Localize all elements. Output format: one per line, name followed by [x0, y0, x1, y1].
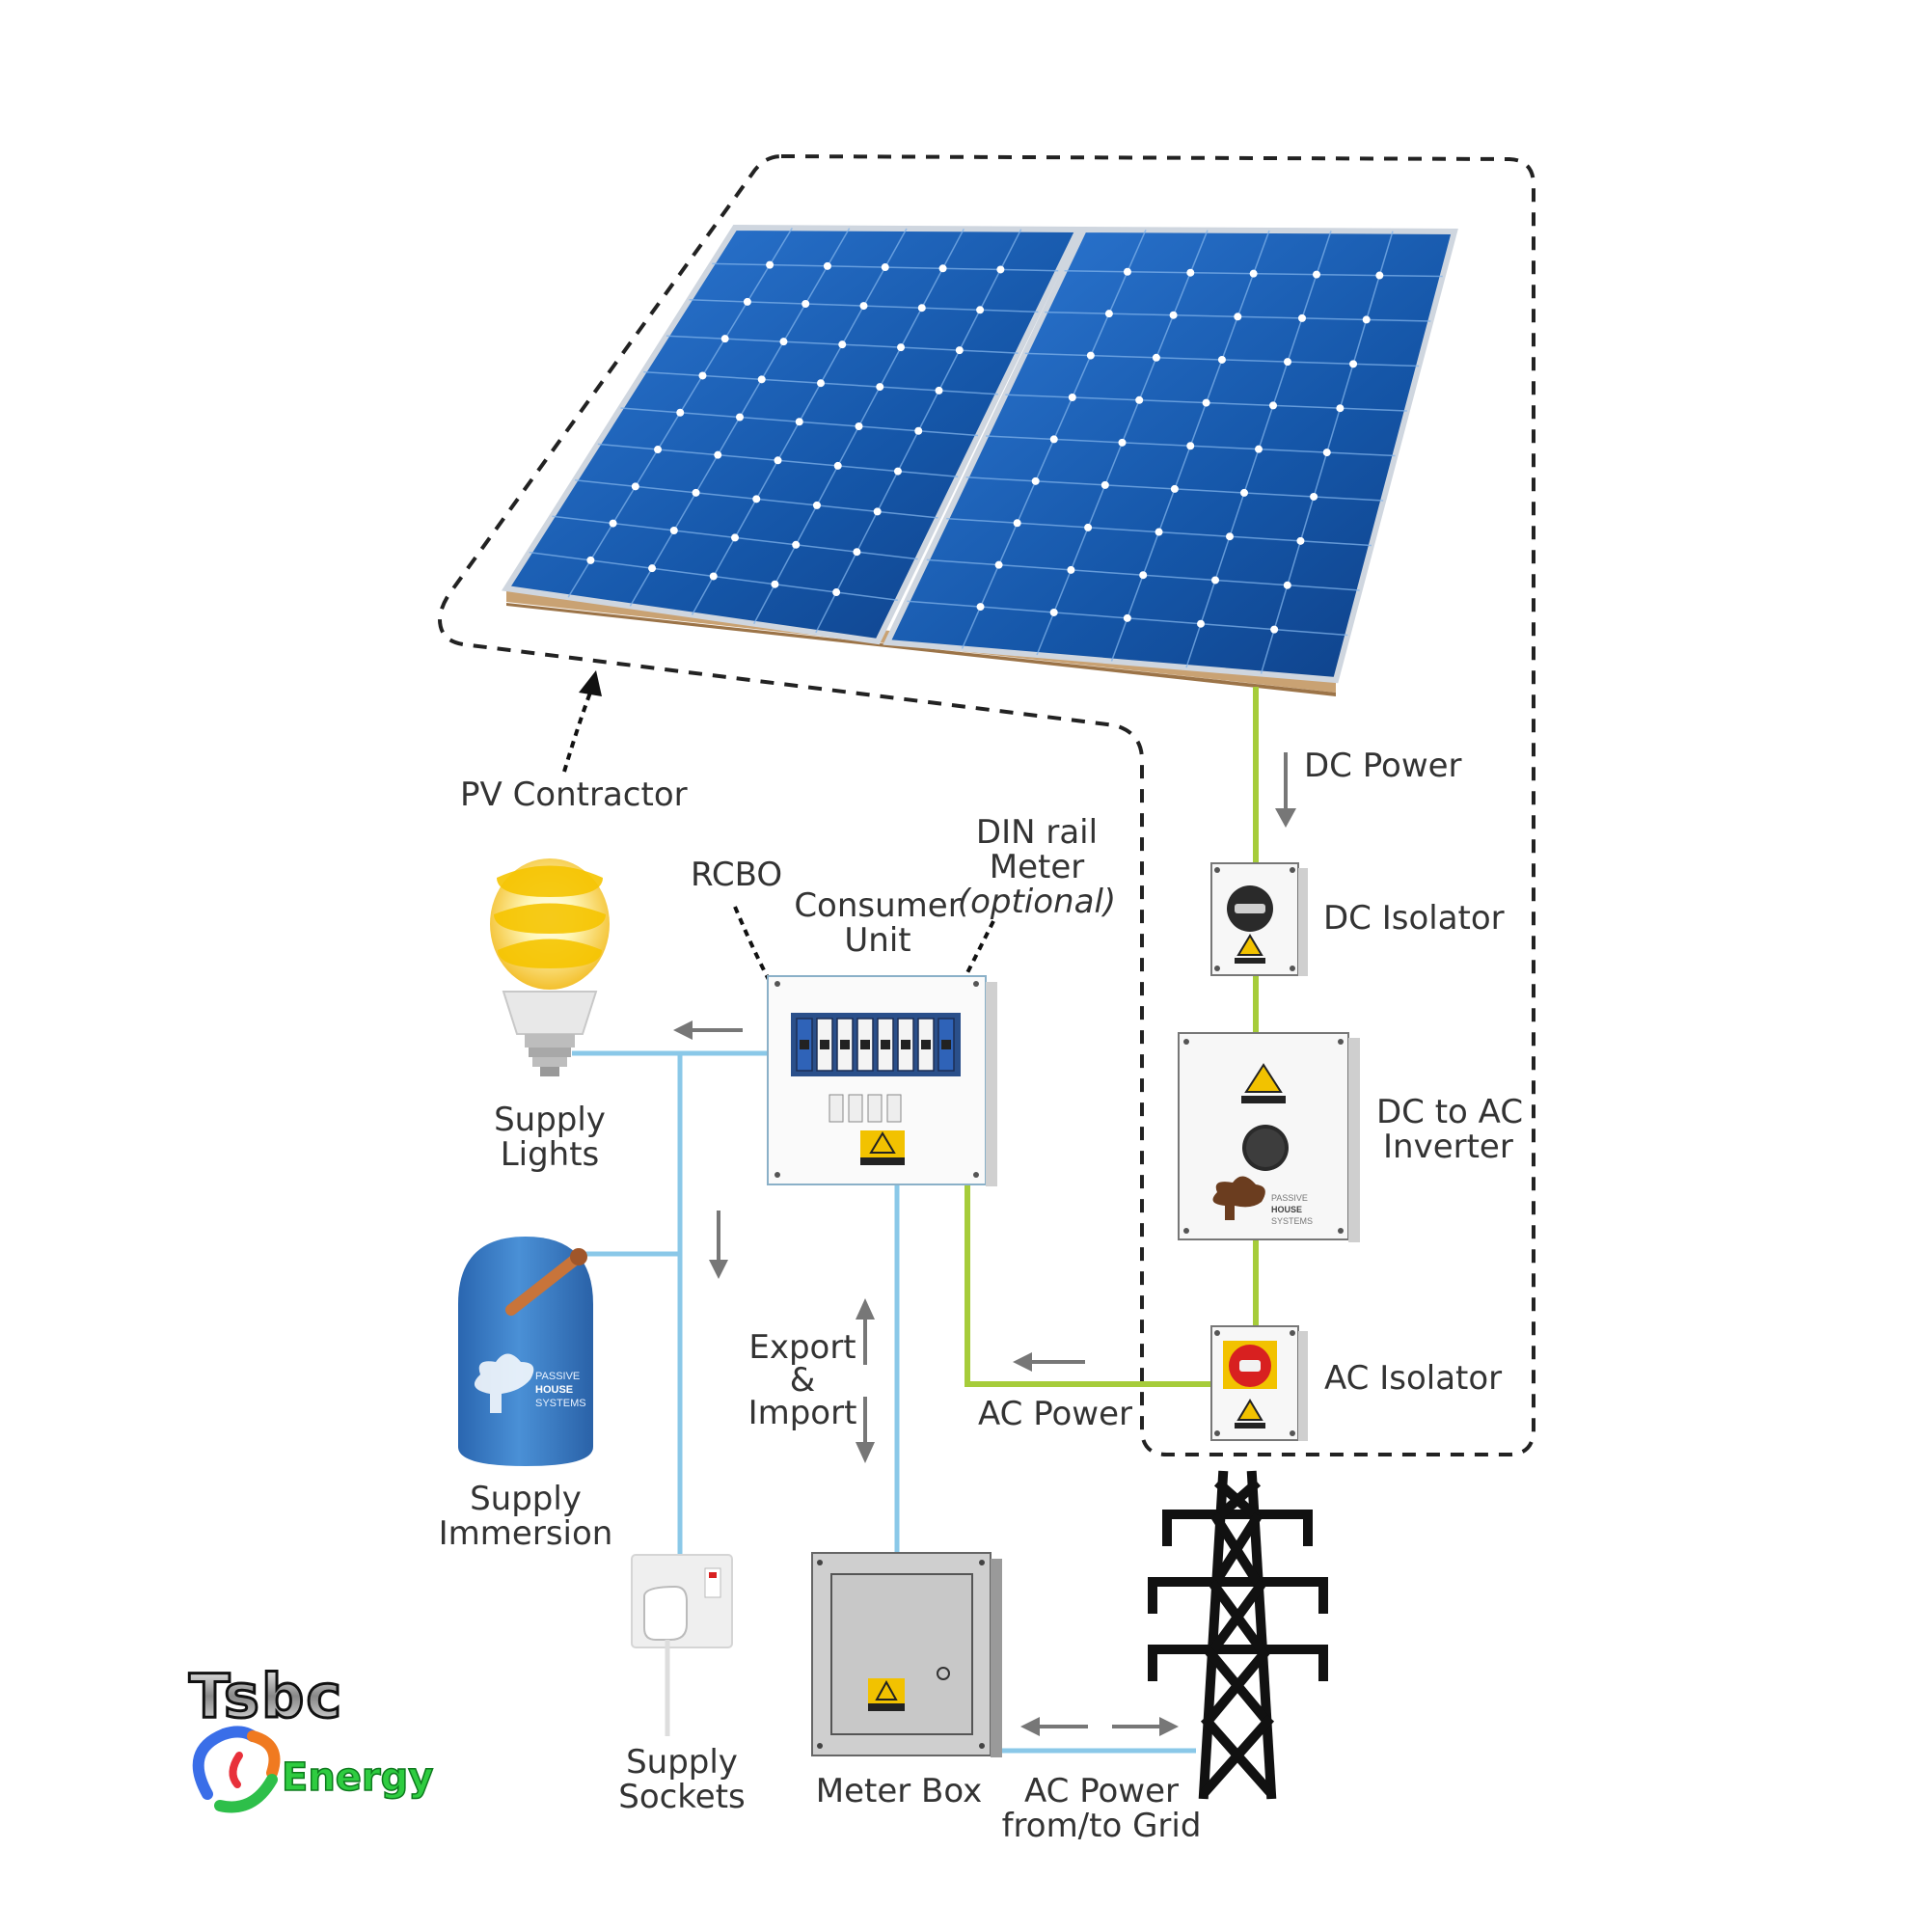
rcbo-label: RCBO: [691, 856, 782, 894]
ac-isolator-label: AC Isolator: [1324, 1359, 1502, 1398]
inverter-label-line2: Inverter: [1383, 1128, 1513, 1166]
logo-subtitle: Energy: [282, 1755, 433, 1800]
sockets-label-line2: Sockets: [618, 1778, 746, 1816]
ac-isolator-box: [1210, 1325, 1308, 1441]
export-label-line2: &: [790, 1361, 816, 1400]
tank-tree-logo-icon: [474, 1353, 534, 1413]
sockets-label-line1: Supply: [626, 1743, 738, 1782]
inverter-box: PASSIVE HOUSE SYSTEMS: [1178, 1032, 1360, 1242]
tree-logo-icon: [1212, 1176, 1265, 1220]
dc-power-label: DC Power: [1304, 747, 1462, 785]
immersion-label-line2: Immersion: [439, 1514, 613, 1553]
wall-socket-icon: [631, 1554, 733, 1736]
tank-brand-line2: HOUSE: [535, 1384, 573, 1396]
tank-brand-line1: PASSIVE: [535, 1371, 580, 1382]
pv-contractor-boundary: [437, 153, 1535, 1456]
ac-power-label: AC Power: [978, 1395, 1132, 1433]
dc-isolator-label: DC Isolator: [1323, 899, 1505, 938]
grid-label-line2: from/to Grid: [1002, 1807, 1202, 1845]
inverter-brand-line1: PASSIVE: [1271, 1193, 1308, 1203]
logo-wordmark: Tsbc: [189, 1661, 343, 1731]
grid-label-line1: AC Power: [1024, 1772, 1179, 1810]
power-pylon-icon: [1148, 1470, 1328, 1800]
inverter-brand-line3: SYSTEMS: [1271, 1216, 1313, 1226]
inverter-brand-line2: HOUSE: [1271, 1205, 1302, 1214]
lights-label-line2: Lights: [501, 1135, 600, 1174]
light-bulb-icon: [490, 858, 610, 1076]
consumer-unit-box: [767, 975, 997, 1186]
pv-contractor-pointer: [562, 670, 602, 773]
ac-power-arrow: [1013, 1352, 1085, 1372]
consumer-unit-label-line2: Unit: [844, 921, 910, 960]
energy-swirl-icon: [192, 1726, 281, 1813]
inverter-label-line1: DC to AC: [1376, 1093, 1523, 1131]
ac-wire: [964, 1184, 1213, 1387]
dc-power-arrow: [1275, 752, 1296, 828]
tsbc-energy-logo: Tsbc Energy: [188, 1660, 434, 1813]
din-meter-label-line1: DIN rail: [976, 813, 1098, 852]
down-flow-arrow: [709, 1211, 728, 1279]
grid-arrow-right: [1112, 1717, 1179, 1736]
import-arrow-down: [856, 1397, 875, 1463]
grid-arrow-left: [1020, 1717, 1088, 1736]
export-arrow-up: [856, 1298, 875, 1365]
export-label-line1: Export: [748, 1328, 856, 1367]
meter-box: [811, 1552, 1002, 1757]
din-meter-label-line2: Meter: [990, 848, 1085, 886]
meter-box-label: Meter Box: [816, 1772, 983, 1810]
consumer-unit-label-line1: Consumer: [794, 886, 961, 925]
export-label-line3: Import: [748, 1394, 857, 1432]
solar-panel-array: [501, 224, 1458, 696]
immersion-tank-icon: PASSIVE HOUSE SYSTEMS: [458, 1237, 593, 1466]
lights-flow-arrow: [673, 1020, 743, 1040]
din-meter-label-line3: (optional): [958, 883, 1116, 921]
immersion-label-line1: Supply: [470, 1480, 582, 1518]
tank-brand-line3: SYSTEMS: [535, 1398, 586, 1409]
dc-isolator-box: [1210, 862, 1308, 976]
pv-contractor-label: PV Contractor: [460, 776, 688, 814]
lights-label-line1: Supply: [494, 1101, 606, 1139]
